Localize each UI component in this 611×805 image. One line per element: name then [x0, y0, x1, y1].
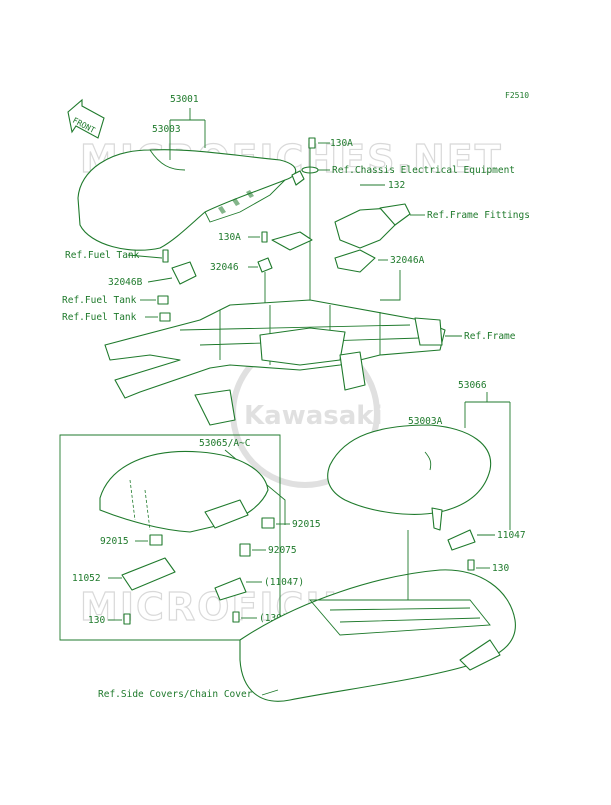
rear-subframe	[104, 299, 446, 426]
callout-ref-frame: Ref.Frame	[464, 331, 516, 342]
tail-cowl	[239, 569, 516, 702]
callout-92015-left: 92015	[100, 536, 129, 547]
callout-130-left: 130	[88, 615, 105, 626]
seat-lock-bracket	[334, 203, 411, 273]
callout-132: 132	[388, 180, 405, 191]
seat-cowl-53065	[99, 450, 269, 533]
callout-53001: 53001	[170, 94, 199, 105]
callout-130a-top: 130A	[330, 138, 353, 149]
callout-ref-fuel-tank-2: Ref.Fuel Tank	[62, 295, 137, 306]
callout-11047: 11047	[497, 530, 526, 541]
callout-130a-mid: 130A	[218, 232, 241, 243]
figure-code: F2510	[505, 91, 529, 100]
callout-53066: 53066	[458, 380, 487, 391]
callout-ref-frame-fittings: Ref.Frame Fittings	[427, 210, 530, 221]
logo-text: Kawasaki	[244, 401, 382, 431]
callout-11052: 11052	[72, 573, 101, 584]
callout-32046b: 32046B	[108, 277, 143, 288]
callout-130-paren: (130)	[259, 613, 288, 624]
callout-92075: 92075	[268, 545, 297, 556]
callout-32046: 32046	[210, 262, 239, 273]
callout-ref-fuel-tank-3: Ref.Fuel Tank	[62, 312, 137, 323]
callout-53003a: 53003A	[408, 416, 443, 427]
callout-11047-paren: (11047)	[264, 577, 304, 588]
callout-53003: 53003	[152, 124, 181, 135]
callout-ref-side-covers: Ref.Side Covers/Chain Cover	[98, 689, 253, 700]
callout-92015-right: 92015	[292, 519, 321, 530]
callout-ref-chassis-electrical: Ref.Chassis Electrical Equipment	[332, 165, 515, 176]
rider-seat-53001	[77, 149, 297, 251]
callout-130-right: 130	[492, 563, 509, 574]
front-arrow-icon: FRONT	[67, 98, 105, 139]
callout-ref-fuel-tank-1: Ref.Fuel Tank	[65, 250, 140, 261]
callout-53065: 53065/A~C	[199, 438, 250, 449]
bolt-130a-top	[308, 137, 330, 149]
passenger-seat-53066	[327, 424, 492, 531]
callout-32046a: 32046A	[390, 255, 425, 266]
